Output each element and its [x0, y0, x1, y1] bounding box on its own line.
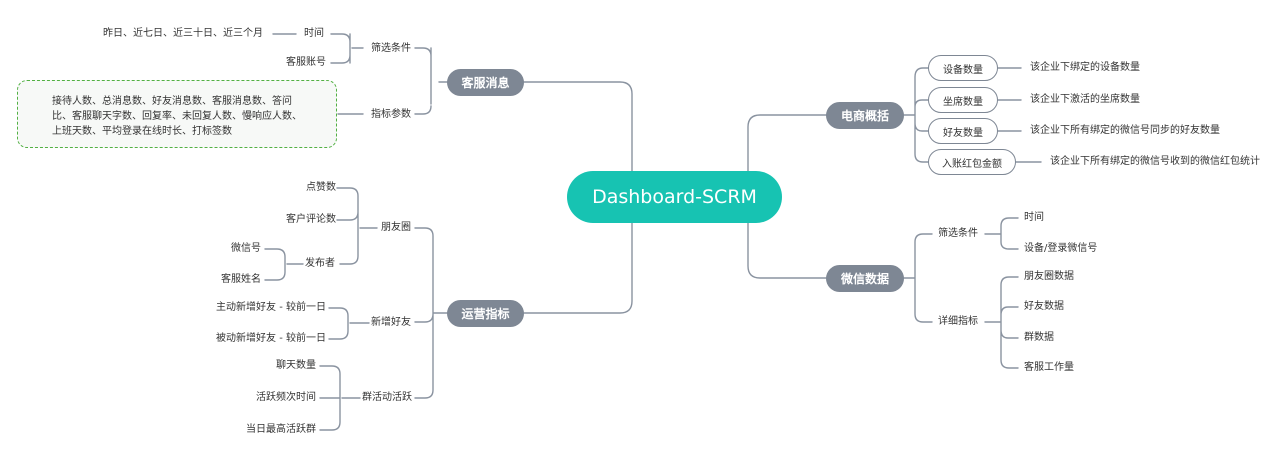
branch-kefu-messages[interactable]: 客服消息 — [447, 69, 524, 96]
moments-comments[interactable]: 客户评论数 — [286, 214, 336, 225]
group-active-time[interactable]: 活跃频次时间 — [256, 392, 316, 403]
wechat-detail-node[interactable]: 详细指标 — [938, 316, 978, 327]
root-node[interactable]: Dashboard-SCRM — [567, 171, 782, 223]
note-line: 接待人数、总消息数、好友消息数、客服消息数、答问 — [52, 96, 292, 107]
branch-ecommerce-summary[interactable]: 电商概括 — [826, 102, 904, 129]
note-line: 上班天数、平均登录在线时长、打标签数 — [52, 126, 232, 137]
moments-likes[interactable]: 点赞数 — [306, 182, 336, 193]
wechat-detail-moments[interactable]: 朋友圈数据 — [1024, 271, 1074, 282]
kefu-filter-account[interactable]: 客服账号 — [286, 57, 326, 68]
kefu-filter-node[interactable]: 筛选条件 — [371, 43, 411, 54]
group-chat-count[interactable]: 聊天数量 — [276, 360, 316, 371]
wechat-filter-time[interactable]: 时间 — [1024, 212, 1044, 223]
group-top-active[interactable]: 当日最高活跃群 — [246, 424, 316, 435]
ecom-red-packet-amount[interactable]: 入账红包金额 — [928, 149, 1016, 175]
ops-moments-node[interactable]: 朋友圈 — [381, 222, 411, 233]
ecom-friend-desc: 该企业下所有绑定的微信号同步的好友数量 — [1030, 125, 1220, 136]
wechat-detail-friends[interactable]: 好友数据 — [1024, 301, 1064, 312]
ecom-red-packet-desc: 该企业下所有绑定的微信号收到的微信红包统计 — [1050, 156, 1260, 167]
ops-group-activity-node[interactable]: 群活动活跃 — [362, 392, 412, 403]
wechat-filter-node[interactable]: 筛选条件 — [938, 228, 978, 239]
wechat-detail-workload[interactable]: 客服工作量 — [1024, 362, 1074, 373]
ecom-seat-desc: 该企业下激活的坐席数量 — [1030, 94, 1140, 105]
kefu-filter-time-options[interactable]: 昨日、近七日、近三十日、近三个月 — [103, 28, 263, 39]
kefu-metrics-note[interactable]: 接待人数、总消息数、好友消息数、客服消息数、答问 比、客服聊天字数、回复率、未回… — [17, 80, 337, 148]
ecom-device-desc: 该企业下绑定的设备数量 — [1030, 62, 1140, 73]
kefu-filter-time[interactable]: 时间 — [304, 28, 324, 39]
ecom-seat-count[interactable]: 坐席数量 — [928, 87, 998, 113]
note-line: 比、客服聊天字数、回复率、未回复人数、慢响应人数、 — [52, 111, 302, 122]
wechat-filter-device[interactable]: 设备/登录微信号 — [1024, 243, 1098, 254]
publisher-staff-name[interactable]: 客服姓名 — [221, 274, 261, 285]
moments-publisher[interactable]: 发布者 — [305, 258, 335, 269]
ecom-friend-count[interactable]: 好友数量 — [928, 118, 998, 144]
kefu-metrics-node[interactable]: 指标参数 — [371, 109, 411, 120]
new-friends-active[interactable]: 主动新增好友 - 较前一日 — [216, 302, 326, 313]
wechat-detail-groups[interactable]: 群数据 — [1024, 332, 1054, 343]
new-friends-passive[interactable]: 被动新增好友 - 较前一日 — [216, 333, 326, 344]
ops-new-friends-node[interactable]: 新增好友 — [371, 317, 411, 328]
publisher-wechat-id[interactable]: 微信号 — [231, 243, 261, 254]
branch-ops-metrics[interactable]: 运营指标 — [447, 300, 524, 327]
branch-wechat-data[interactable]: 微信数据 — [826, 265, 904, 292]
ecom-device-count[interactable]: 设备数量 — [928, 55, 998, 81]
